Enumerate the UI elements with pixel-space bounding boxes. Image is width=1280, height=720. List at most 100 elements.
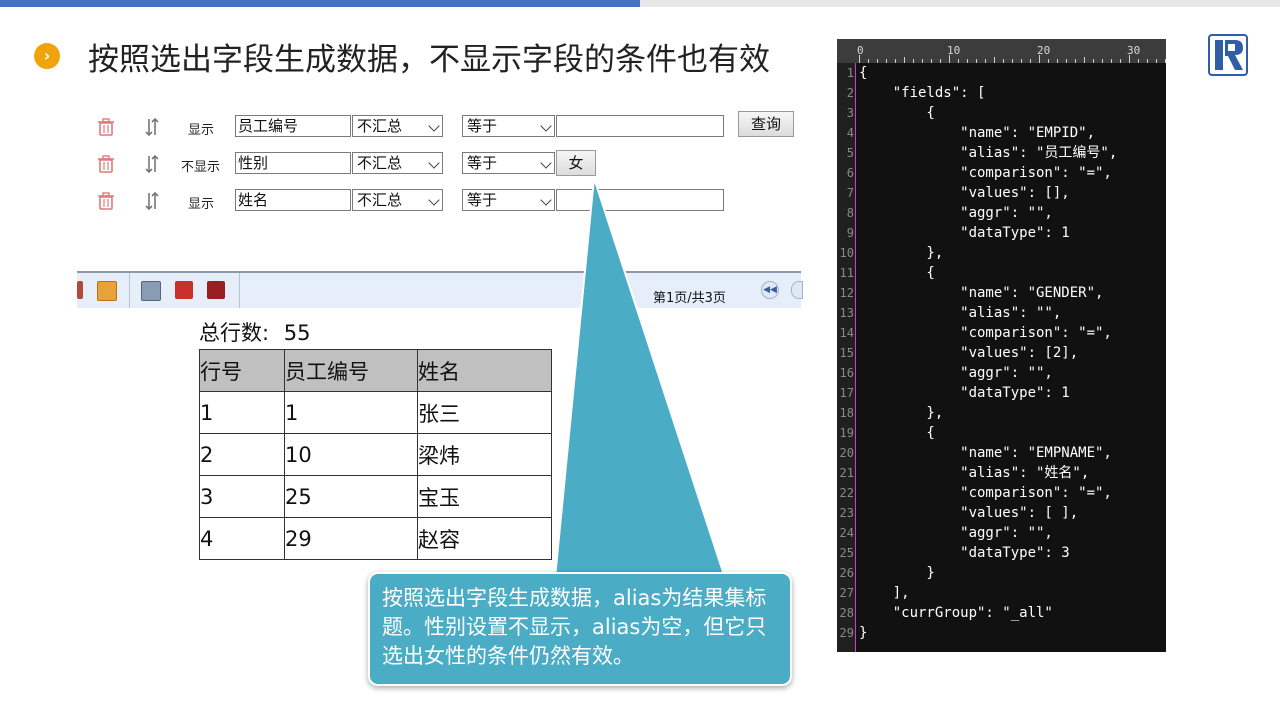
code-line: 15 "values": [2],: [837, 343, 1166, 363]
total-value: 55: [283, 321, 311, 345]
gender-value-button[interactable]: 女: [556, 150, 596, 176]
trash-icon[interactable]: [96, 154, 116, 174]
line-number: 11: [839, 266, 854, 280]
comparison-select[interactable]: 等于: [462, 189, 555, 211]
line-number: 1: [846, 66, 854, 80]
trash-icon[interactable]: [96, 117, 116, 137]
line-number: 29: [839, 626, 854, 640]
code-line: 8 "aggr": "",: [837, 203, 1166, 223]
comparison-select-value: 等于: [467, 191, 498, 209]
top-gray-bar: [640, 0, 1280, 7]
line-number: 2: [846, 86, 854, 100]
code-text: "comparison": "=",: [859, 165, 1112, 181]
sort-icon[interactable]: [144, 154, 160, 174]
ruler-tick: [868, 59, 869, 63]
comparison-select-value: 等于: [467, 154, 498, 172]
ruler-tick: [1111, 59, 1112, 63]
line-number: 9: [846, 226, 854, 240]
value-input[interactable]: [556, 115, 724, 137]
ruler-tick: [958, 59, 959, 63]
comparison-select[interactable]: 等于: [462, 152, 555, 174]
slide-title: 按照选出字段生成数据，不显示字段的条件也有效: [88, 42, 770, 78]
line-number: 26: [839, 566, 854, 580]
line-number: 20: [839, 446, 854, 460]
code-text: "fields": [: [859, 85, 986, 101]
value-input[interactable]: [556, 189, 724, 211]
line-number: 8: [846, 206, 854, 220]
line-number: 5: [846, 146, 854, 160]
sort-icon[interactable]: [144, 117, 160, 137]
ruler-tick: [904, 57, 905, 63]
chevron-down-icon: [540, 120, 552, 132]
table-cell: 10: [284, 433, 418, 476]
chevron-down-icon: [540, 157, 552, 169]
comparison-select[interactable]: 等于: [462, 115, 555, 137]
sort-icon[interactable]: [144, 191, 160, 211]
comparison-select-value: 等于: [467, 117, 498, 135]
code-line: 19 {: [837, 423, 1166, 443]
code-text: "name": "GENDER",: [859, 285, 1104, 301]
export-pdf-icon[interactable]: [207, 281, 225, 299]
aggr-select[interactable]: 不汇总: [352, 152, 443, 174]
ruler-mark: 0: [857, 44, 864, 57]
show-label: 不显示: [181, 160, 221, 175]
line-number: 3: [846, 106, 854, 120]
ruler-tick: [1156, 59, 1157, 63]
line-number: 10: [839, 246, 854, 260]
aggr-select-value: 不汇总: [357, 191, 403, 209]
code-line: 23 "values": [ ],: [837, 503, 1166, 523]
ruler-tick: [1030, 59, 1031, 63]
code-line: 3 {: [837, 103, 1166, 123]
code-text: "alias": "",: [859, 305, 1062, 321]
code-line: 26 }: [837, 563, 1166, 583]
ruler-tick: [931, 59, 932, 63]
line-number: 16: [839, 366, 854, 380]
print-icon[interactable]: [141, 281, 161, 301]
code-line: 22 "comparison": "=",: [837, 483, 1166, 503]
code-text: "comparison": "=",: [859, 325, 1112, 341]
ruler-tick: [1075, 59, 1076, 63]
code-line: 5 "alias": "员工编号",: [837, 143, 1166, 163]
ruler-tick: [1003, 59, 1004, 63]
code-line: 21 "alias": "姓名",: [837, 463, 1166, 483]
line-number: 21: [839, 466, 854, 480]
code-text: }: [859, 565, 935, 581]
code-text: },: [859, 405, 944, 421]
line-number: 13: [839, 306, 854, 320]
code-text: "dataType": 3: [859, 545, 1070, 561]
code-text: "comparison": "=",: [859, 485, 1112, 501]
callout-text: 按照选出字段生成数据，alias为结果集标题。性别设置不显示，alias为空，但…: [382, 586, 767, 668]
aggr-select[interactable]: 不汇总: [352, 189, 443, 211]
field-input[interactable]: 员工编号: [235, 115, 351, 137]
page-info: 第1页/共3页: [653, 291, 726, 306]
code-text: "values": [2],: [859, 345, 1079, 361]
code-text: "name": "EMPNAME",: [859, 445, 1112, 461]
export-icon[interactable]: [97, 281, 117, 301]
search-icon[interactable]: [77, 281, 83, 299]
code-line: 29}: [837, 623, 1166, 643]
line-gutter: [837, 63, 856, 652]
line-number: 25: [839, 546, 854, 560]
trash-icon[interactable]: [96, 191, 116, 211]
code-line: 17 "dataType": 1: [837, 383, 1166, 403]
aggr-select[interactable]: 不汇总: [352, 115, 443, 137]
line-number: 6: [846, 166, 854, 180]
aggr-select-value: 不汇总: [357, 117, 403, 135]
code-line: 6 "comparison": "=",: [837, 163, 1166, 183]
code-text: "dataType": 1: [859, 385, 1070, 401]
show-label: 显示: [188, 123, 215, 138]
line-number: 24: [839, 526, 854, 540]
field-input[interactable]: 性别: [235, 152, 351, 174]
first-page-icon[interactable]: ◀◀: [761, 281, 779, 299]
query-button[interactable]: 查询: [738, 111, 794, 137]
ruler-tick: [1138, 59, 1139, 63]
code-text: {: [859, 65, 868, 81]
ruler-tick: [1093, 59, 1094, 63]
print-pdf-icon[interactable]: [175, 281, 193, 299]
prev-page-icon[interactable]: [791, 281, 803, 299]
field-input[interactable]: 姓名: [235, 189, 351, 211]
